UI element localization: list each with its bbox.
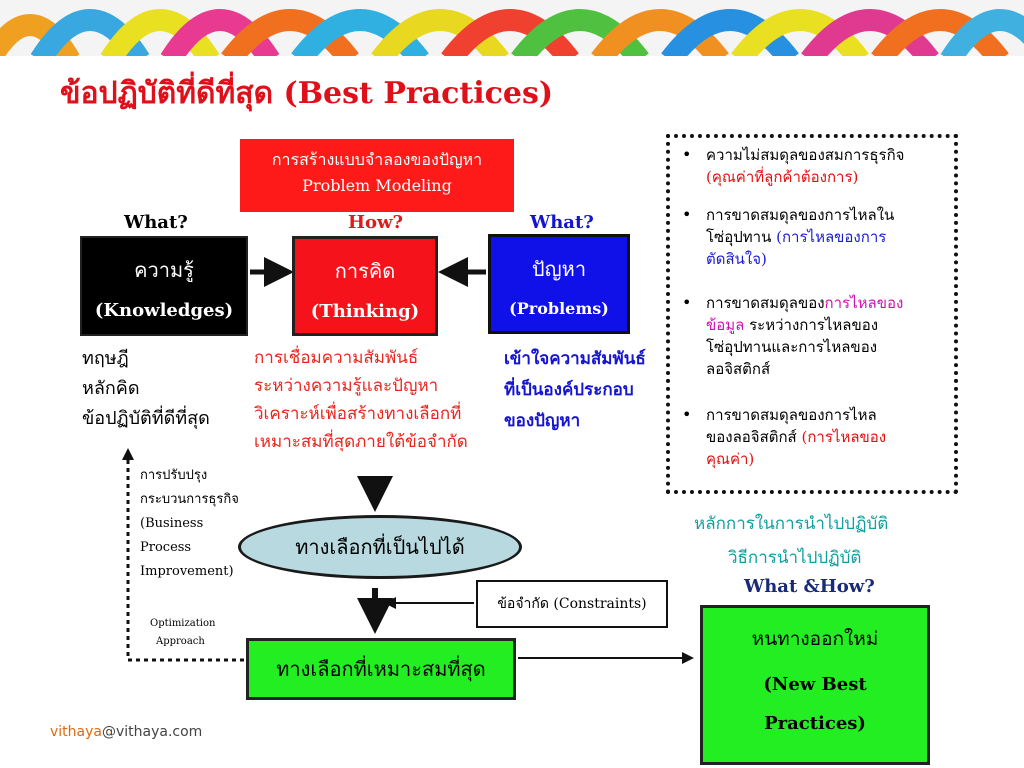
bpi-line: กระบวนการธุรกิจ — [140, 492, 239, 507]
knowledge-item: ทฤษฎี — [82, 348, 129, 369]
bullet-text: (การไหลของการ — [776, 228, 887, 246]
thinking-box: การคิด (Thinking) — [292, 236, 438, 336]
thinking-desc-line: เหมาะสมที่สุดภายใต้ข้อจำกัด — [254, 432, 468, 452]
problem-modeling-box: การสร้างแบบจำลองของปัญหา Problem Modelin… — [240, 139, 514, 212]
new-best-line2: (New Best — [763, 674, 867, 695]
what-left-label: What? — [124, 212, 188, 233]
imbalance-bullet-box: • ความไม่สมดุลของสมการธุรกิจ (คุณค่าที่ล… — [666, 134, 958, 494]
page-title: ข้อปฏิบัติที่ดีที่สุด (Best Practices) — [60, 76, 554, 111]
problems-desc-line: ที่เป็นองค์ประกอบ — [504, 380, 634, 400]
bullet-text: ของลอจิสติกส์ — [706, 428, 802, 446]
decorative-stripes — [0, 0, 1024, 56]
principle-line1: หลักการในการนำไปปฏิบัติ — [694, 514, 889, 534]
new-best-practices-box: หนทางออกใหม่ (New Best Practices) — [700, 605, 930, 765]
bullet-text: ข้อมูล — [706, 316, 745, 334]
bullet-dot: • — [682, 405, 692, 424]
footer-user: vithaya — [50, 724, 102, 740]
bullet-text: คุณค่า) — [706, 450, 755, 468]
thinking-english: (Thinking) — [310, 301, 420, 322]
knowledge-english: (Knowledges) — [94, 300, 234, 321]
bullet-dot: • — [682, 293, 692, 312]
bpi-line: Process — [140, 540, 192, 555]
bpi-line: Improvement) — [140, 564, 234, 579]
footer-domain: @vithaya.com — [101, 724, 203, 740]
optimization-line2: Approach — [156, 636, 205, 647]
bullet-text: ตัดสินใจ) — [706, 250, 767, 268]
problems-desc-line: ของปัญหา — [504, 411, 581, 431]
best-alternative-box: ทางเลือกที่เหมาะสมที่สุด — [246, 638, 516, 700]
bullet-text: (คุณค่าที่ลูกค้าต้องการ) — [706, 168, 859, 186]
principle-line2: วิธีการนำไปปฏิบัติ — [728, 548, 862, 568]
bullet-text: โซ่อุปทานและการไหลของ — [706, 338, 878, 356]
bpi-line: (Business — [140, 516, 204, 531]
problems-box: ปัญหา (Problems) — [488, 234, 630, 334]
knowledge-thai: ความรู้ — [134, 258, 194, 282]
thinking-description: การเชื่อมความสัมพันธ์ ระหว่างความรู้และป… — [254, 344, 468, 456]
bullet-dot: • — [682, 145, 692, 164]
new-best-thai: หนทางออกใหม่ — [751, 628, 879, 650]
knowledge-item: ข้อปฏิบัติที่ดีที่สุด — [82, 408, 210, 429]
knowledge-item: หลักคิด — [82, 378, 140, 399]
bpi-line: การปรับปรุง — [140, 468, 208, 483]
what-how-label: What &How? — [744, 576, 875, 597]
how-label: How? — [348, 212, 404, 233]
thinking-thai: การคิด — [334, 259, 396, 283]
problem-modeling-thai: การสร้างแบบจำลองของปัญหา — [271, 150, 483, 169]
bpi-label: การปรับปรุง กระบวนการธุรกิจ (Business Pr… — [140, 464, 239, 584]
bullet-text: การขาดสมดุลของ — [706, 294, 825, 312]
problems-thai: ปัญหา — [531, 257, 587, 281]
thinking-desc-line: ระหว่างความรู้และปัญหา — [254, 376, 439, 396]
thinking-desc-line: วิเคราะห์เพื่อสร้างทางเลือกที่ — [254, 404, 462, 424]
bullet-text: (การไหลของ — [801, 428, 887, 446]
problems-description: เข้าใจความสัมพันธ์ ที่เป็นองค์ประกอบ ของ… — [504, 344, 646, 437]
knowledge-box: ความรู้ (Knowledges) — [80, 236, 248, 336]
problems-desc-line: เข้าใจความสัมพันธ์ — [504, 349, 646, 369]
thinking-desc-line: การเชื่อมความสัมพันธ์ — [254, 348, 419, 368]
bullet-text: โซ่อุปทาน — [706, 228, 777, 246]
bullet-dot: • — [682, 205, 692, 224]
bullet-text: ความไม่สมดุลของสมการธุรกิจ — [706, 146, 905, 164]
bullet-text: การขาดสมดุลของการไหล — [706, 406, 877, 424]
bullet-text: ลอจิสติกส์ — [706, 360, 771, 378]
problem-modeling-english: Problem Modeling — [302, 176, 452, 195]
constraints-box: ข้อจำกัด (Constraints) — [476, 580, 668, 628]
possible-alternatives-ellipse: ทางเลือกที่เป็นไปได้ — [238, 515, 522, 579]
footer-email: vithaya@vithaya.com — [50, 724, 202, 740]
optimization-line1: Optimization — [150, 618, 216, 629]
problems-english: (Problems) — [509, 299, 609, 318]
new-best-line3: Practices) — [764, 713, 866, 734]
what-right-label: What? — [530, 212, 594, 233]
bullet-text: ระหว่างการไหลของ — [744, 316, 879, 334]
knowledge-list: ทฤษฎี หลักคิด ข้อปฏิบัติที่ดีที่สุด — [82, 344, 210, 434]
bullet-text: การไหลของ — [824, 294, 904, 312]
bullet-text: การขาดสมดุลของการไหลใน — [706, 206, 895, 224]
